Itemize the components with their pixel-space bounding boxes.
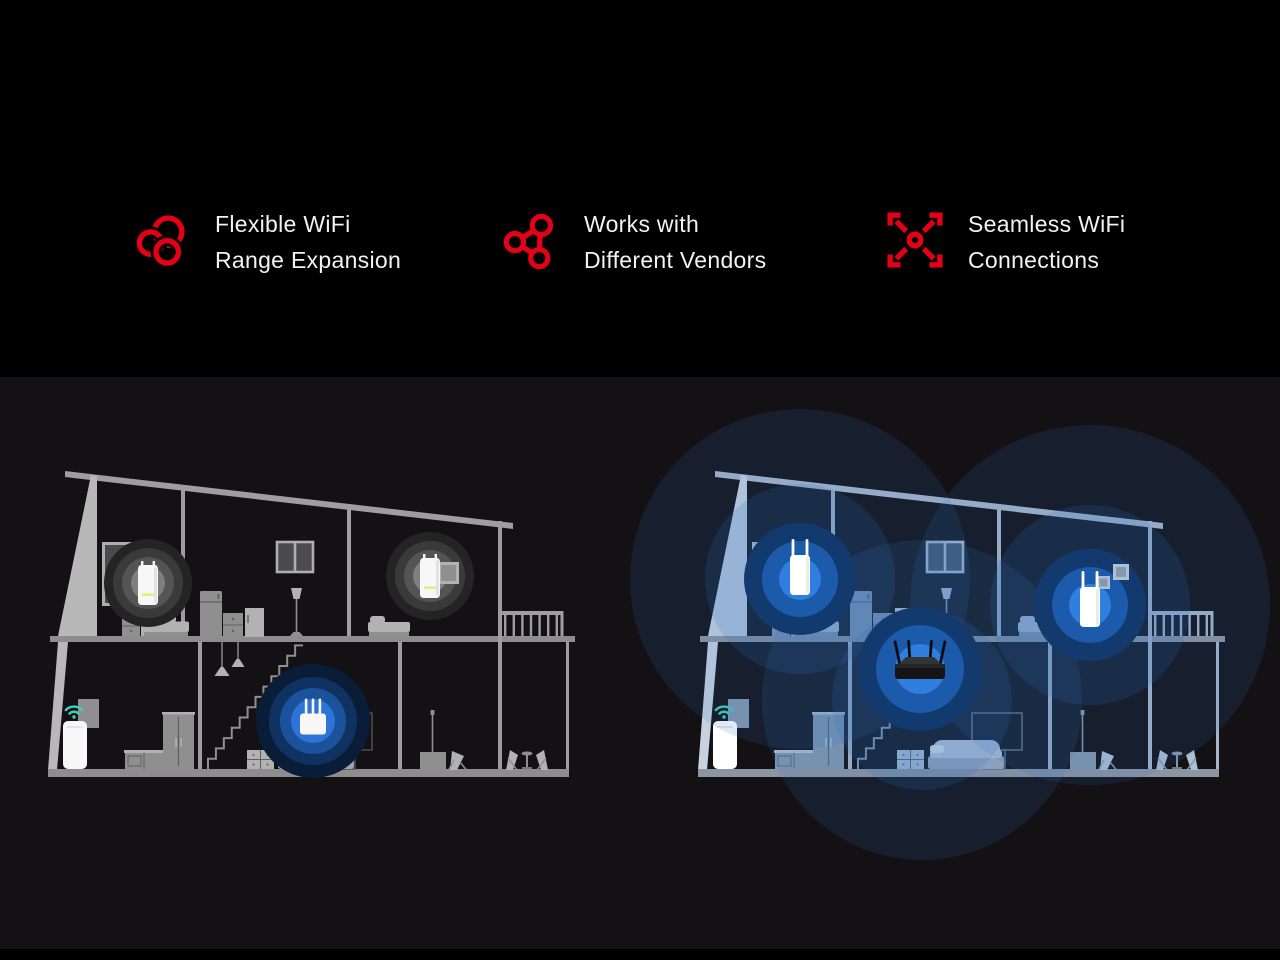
window (925, 540, 965, 574)
floor-lamp (290, 588, 303, 636)
wall (398, 642, 402, 769)
feature-vendor-compatibility: Works with Different Vendors (502, 206, 766, 278)
floor-slab (50, 636, 575, 642)
bed (368, 616, 410, 636)
window (275, 540, 315, 574)
range-extender (1080, 571, 1100, 627)
network-nodes-icon (503, 213, 554, 269)
coverage-comparison-section (0, 377, 1280, 949)
wall-panel (78, 699, 99, 728)
wall (997, 504, 1001, 636)
feature-line: Seamless WiFi (968, 211, 1126, 237)
feature-text: Flexible WiFi Range Expansion (215, 206, 401, 278)
wifi-signal-icon (714, 705, 734, 719)
router (300, 698, 326, 735)
house-extended-coverage (630, 409, 1270, 860)
wifi-signal-icon (64, 705, 84, 719)
pendant-lamps (214, 642, 245, 676)
cabinet (774, 750, 814, 769)
range-extender (138, 561, 158, 605)
wall (347, 504, 351, 636)
ground-slab (698, 769, 1219, 777)
wall (1216, 642, 1219, 769)
left-wall-lower (48, 642, 68, 770)
houses-illustration (48, 409, 1270, 860)
left-wall-lower (698, 642, 718, 770)
side-table (1070, 710, 1096, 769)
balcony-railing (1149, 611, 1214, 636)
rings-icon (133, 215, 185, 269)
wardrobe (812, 712, 845, 769)
chair (1098, 751, 1117, 770)
wall (1048, 642, 1052, 769)
drawer-chest (897, 750, 924, 769)
patio-set (506, 750, 548, 771)
feature-line: Flexible WiFi (215, 211, 351, 237)
fridge (200, 591, 222, 637)
devices (744, 523, 1146, 731)
house-structure (698, 471, 1225, 777)
left-wall (708, 475, 747, 636)
fridge (850, 591, 872, 637)
wall (566, 642, 569, 769)
range-extender (420, 554, 440, 598)
side-table (420, 710, 446, 769)
feature-range-expansion: Flexible WiFi Range Expansion (133, 206, 401, 278)
feature-line: Connections (968, 247, 1100, 273)
picture-frames (1097, 564, 1129, 589)
feature-text: Seamless WiFi Connections (968, 206, 1125, 278)
feature-text: Works with Different Vendors (584, 206, 766, 278)
picture-frame (438, 562, 459, 584)
left-wall (58, 475, 97, 636)
balcony-railing (499, 611, 564, 636)
patio-set (1156, 750, 1198, 771)
roof (65, 471, 513, 529)
feature-line: Range Expansion (215, 247, 402, 273)
house-limited-coverage (48, 471, 575, 778)
cabinet (124, 750, 164, 769)
wall (198, 642, 202, 769)
wall (498, 521, 502, 769)
chair (448, 751, 467, 770)
smart-appliance (63, 721, 87, 769)
feature-line: Works with (584, 211, 700, 237)
feature-line: Different Vendors (584, 247, 767, 273)
roof (715, 471, 1163, 529)
stairs (207, 644, 304, 769)
smart-appliance (713, 721, 737, 769)
bed (928, 740, 1004, 769)
feature-highlights-section: Flexible WiFi Range Expansion Works with… (0, 0, 1280, 377)
router (893, 640, 947, 679)
wall (1148, 521, 1152, 769)
feature-seamless-connections: Seamless WiFi Connections (886, 206, 1125, 278)
kitchen-cabinets (223, 608, 264, 637)
wall-panel (728, 699, 749, 728)
devices (104, 532, 474, 778)
wardrobe (162, 712, 195, 769)
range-extender (790, 539, 810, 595)
expand-arrows-icon (887, 212, 943, 268)
wall (848, 642, 852, 769)
